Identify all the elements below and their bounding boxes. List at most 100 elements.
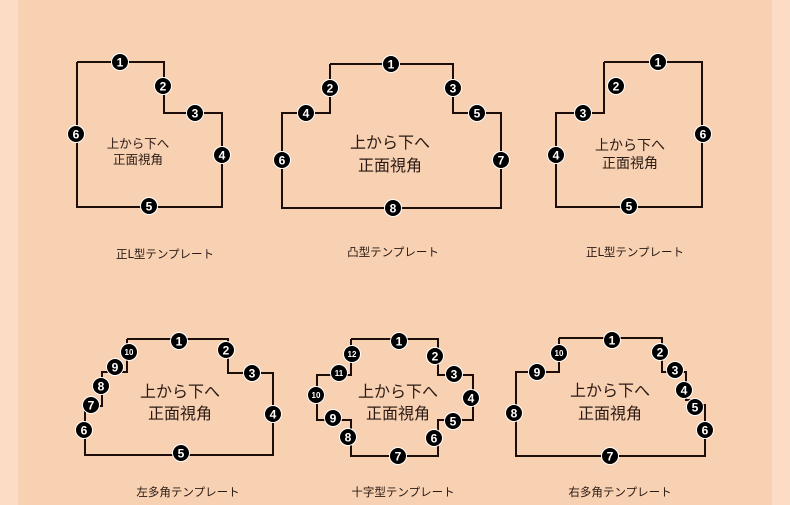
badge-number: 1 [176,335,183,349]
wall-number-badge: 1 [649,53,667,71]
wall-number-badge: 4 [675,381,693,399]
front-view-label: 正面視角 [366,404,430,423]
badge-number: 1 [655,56,662,70]
wall-number-badge: 5 [444,412,462,430]
badge-number: 12 [348,350,357,359]
badge-circle [462,389,480,407]
wall-number-badge: 6 [67,125,85,143]
badge-circle [694,125,712,143]
badge-number: 6 [81,424,88,438]
badge-number: 6 [431,432,438,446]
badge-number: 8 [511,407,518,421]
badge-circle [547,146,565,164]
template-caption: 凸型テンプレート [347,245,439,259]
front-view-label: 正面視角 [113,152,163,167]
wall-number-badge: 3 [186,104,204,122]
wall-number-badge: 6 [425,429,443,447]
badge-number: 8 [345,431,352,445]
badge-number: 3 [451,368,458,382]
template-caption: 正L型テンプレート [116,247,214,261]
badge-circle [425,429,443,447]
badge-circle [140,197,158,215]
wall-number-badge: 2 [154,77,172,95]
badge-circle [75,421,93,439]
badge-circle [651,343,669,361]
wall-number-badge: 5 [468,104,486,122]
badge-number: 1 [117,56,124,70]
badge-number: 2 [657,346,664,360]
badge-circle [675,381,693,399]
wall-number-badge: 4 [213,146,231,164]
badge-circle [574,104,592,122]
wall-number-badge: 4 [547,146,565,164]
front-view-label: 正面視角 [578,404,642,423]
badge-circle [686,398,704,416]
badge-number: 9 [112,361,119,375]
wall-number-badge: 1 [603,331,621,349]
badge-circle [106,358,124,376]
wall-number-badge: 2 [426,347,444,365]
badge-circle [666,361,684,379]
badge-circle [120,343,138,361]
top-down-label: 上から下へ [358,382,438,401]
badge-number: 8 [98,380,105,394]
badge-number: 1 [609,334,616,348]
badge-number: 2 [223,344,230,358]
badge-circle [154,77,172,95]
wall-number-badge: 3 [666,361,684,379]
badge-circle [170,332,188,350]
wall-number-badge: 7 [601,447,619,465]
wall-number-badge: 9 [528,363,546,381]
badge-number: 4 [681,384,688,398]
badge-circle [620,197,638,215]
wall-number-badge: 8 [384,199,402,217]
badge-number: 3 [192,107,199,121]
wall-number-badge: 7 [82,396,100,414]
front-view-label: 正面視角 [148,404,212,423]
badge-circle [445,365,463,383]
template-caption: 左多角テンプレート [136,485,239,499]
wall-number-badge: 12 [343,345,361,363]
badge-number: 4 [303,107,310,121]
badge-number: 7 [607,450,614,464]
wall-number-badge: 8 [505,404,523,422]
top-down-label: 上から下へ [350,133,430,152]
wall-number-badge: 5 [686,398,704,416]
wall-number-badge: 6 [696,421,714,439]
badge-circle [492,151,510,169]
room-outline [316,338,474,457]
badge-circle [528,363,546,381]
room-outline [555,61,703,208]
badge-number: 1 [388,58,395,72]
badge-number: 6 [279,154,286,168]
badge-circle [307,386,325,404]
wall-number-badge: 7 [492,151,510,169]
right-margin-band [772,0,790,505]
badge-circle [550,344,568,362]
wall-number-badge: 5 [620,197,638,215]
badge-number: 4 [219,149,226,163]
badge-circle [603,331,621,349]
wall-number-badge: 5 [172,444,190,462]
wall-number-badge: 1 [111,53,129,71]
badge-circle [444,412,462,430]
badge-number: 7 [395,450,402,464]
badge-circle [111,53,129,71]
badge-number: 7 [88,399,95,413]
badge-number: 2 [160,80,167,94]
badge-number: 10 [312,391,321,400]
wall-number-badge: 1 [170,332,188,350]
badge-circle [273,151,291,169]
badge-circle [172,444,190,462]
badge-number: 4 [553,149,560,163]
top-down-label: 上から下へ [570,381,650,400]
wall-number-badge: 1 [382,55,400,73]
badge-number: 2 [613,80,620,94]
wall-number-badge: 5 [140,197,158,215]
badge-number: 2 [432,350,439,364]
badge-circle [67,125,85,143]
